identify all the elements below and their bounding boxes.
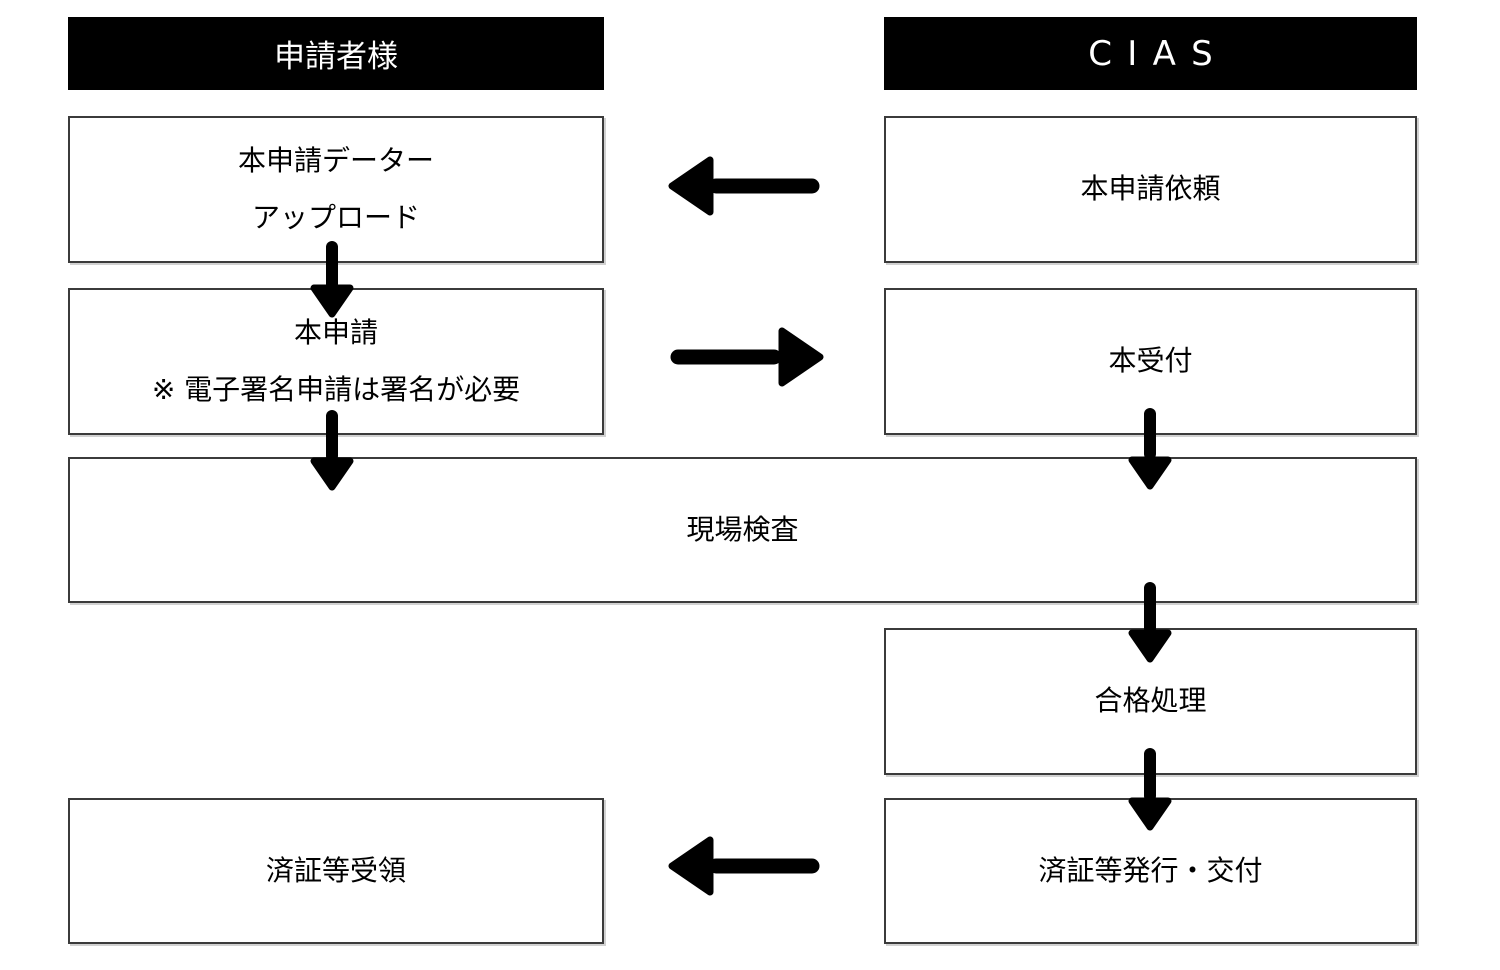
node-main-request: 本申請依頼: [884, 116, 1417, 263]
arrow-left-request-to-upload-icon: [668, 156, 820, 216]
header-applicant: 申請者様: [68, 17, 604, 90]
node-certificate-receipt: 済証等受領: [68, 798, 604, 944]
header-applicant-label: 申請者様: [274, 39, 398, 75]
arrow-right-application-to-reception-icon: [670, 327, 824, 387]
node-pass-processing: 合格処理: [884, 628, 1417, 775]
node-site-inspection-label: 現場検査: [686, 512, 799, 546]
node-site-inspection: 現場検査: [68, 457, 1417, 603]
node-upload-line1: 本申請データー: [237, 144, 434, 178]
node-certificate-issue-label: 済証等発行・交付: [1038, 853, 1263, 887]
node-main-reception: 本受付: [884, 288, 1417, 435]
node-main-application-line1: 本申請: [293, 316, 378, 350]
header-cias: CIAS: [884, 17, 1417, 90]
node-upload: 本申請データー アップロード: [68, 116, 604, 263]
node-main-application-line2: ※ 電子署名申請は署名が必要: [151, 372, 521, 406]
node-certificate-issue: 済証等発行・交付: [884, 798, 1417, 944]
node-main-application: 本申請 ※ 電子署名申請は署名が必要: [68, 288, 604, 435]
node-main-reception-label: 本受付: [1108, 344, 1193, 378]
header-cias-label: CIAS: [1088, 33, 1229, 74]
node-upload-line2: アップロード: [251, 200, 420, 234]
node-pass-processing-label: 合格処理: [1094, 684, 1207, 718]
node-main-request-label: 本申請依頼: [1080, 172, 1221, 206]
arrow-left-issue-to-receipt-icon: [668, 836, 820, 896]
node-certificate-receipt-label: 済証等受領: [265, 853, 406, 887]
